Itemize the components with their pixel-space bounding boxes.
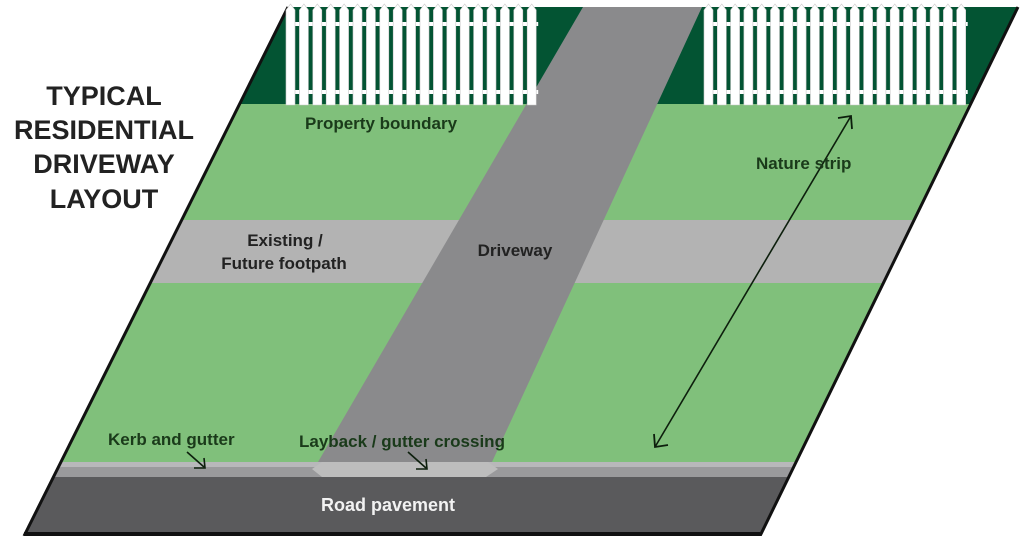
picket-fence-right xyxy=(703,3,968,106)
diagram-title: TYPICAL RESIDENTIAL DRIVEWAY LAYOUT xyxy=(14,81,194,214)
road-pavement xyxy=(24,477,1018,536)
fence-picket xyxy=(903,3,913,106)
fence-rail xyxy=(704,22,968,26)
fence-picket xyxy=(339,3,349,106)
picket-fence-left xyxy=(285,3,539,106)
fence-picket xyxy=(325,3,336,106)
kerb-top-strip xyxy=(24,462,1018,467)
fence-picket xyxy=(526,3,537,106)
fence-picket xyxy=(916,3,927,106)
fence-picket xyxy=(796,3,807,106)
fence-picket xyxy=(500,3,510,106)
label-kerb-and-gutter: Kerb and gutter xyxy=(108,430,235,449)
fence-picket xyxy=(473,3,483,106)
fence-picket xyxy=(446,3,457,106)
title-line-1: TYPICAL xyxy=(46,81,162,111)
fence-picket xyxy=(513,3,524,106)
fence-picket xyxy=(743,3,754,106)
nature-strip-dimension-arrow xyxy=(653,114,853,449)
layback-gutter-crossing xyxy=(312,462,498,477)
fence-rail xyxy=(704,90,968,94)
fence-picket xyxy=(756,3,767,106)
fence-picket xyxy=(352,3,363,106)
label-property-boundary: Property boundary xyxy=(305,114,458,133)
fence-picket xyxy=(770,3,780,106)
fence-picket xyxy=(943,3,953,106)
fence-picket xyxy=(836,3,847,106)
fence-picket xyxy=(956,3,967,106)
dimension-line xyxy=(654,115,852,448)
fence-picket xyxy=(730,3,740,106)
label-road-pavement: Road pavement xyxy=(321,495,455,515)
fence-picket xyxy=(299,3,309,106)
fence-picket xyxy=(486,3,497,106)
fence-picket xyxy=(392,3,403,106)
fence-picket xyxy=(433,3,443,106)
fence-picket xyxy=(312,3,323,106)
layback-pointer-arrow xyxy=(407,451,428,470)
kerb-pointer-arrow xyxy=(186,451,206,469)
title-line-2: RESIDENTIAL xyxy=(14,115,194,145)
arrowhead-up-icon xyxy=(837,114,853,130)
kerb-and-gutter xyxy=(24,467,1018,477)
arrowhead-icon xyxy=(194,457,206,469)
fence-picket xyxy=(889,3,900,106)
fence-picket xyxy=(823,3,834,106)
left-boundary-edge xyxy=(22,6,290,536)
fence-picket xyxy=(863,3,873,106)
title-line-3: DRIVEWAY xyxy=(33,149,175,179)
fence-picket xyxy=(783,3,794,106)
fence-picket xyxy=(716,3,727,106)
fence-picket xyxy=(366,3,376,106)
fence-picket xyxy=(419,3,430,106)
label-footpath-line-1: Existing / xyxy=(247,231,323,250)
fence-picket xyxy=(285,3,296,106)
label-layback: Layback / gutter crossing xyxy=(299,432,505,451)
fence-picket xyxy=(459,3,470,106)
fence-picket xyxy=(849,3,860,106)
title-line-4: LAYOUT xyxy=(50,184,159,214)
right-boundary-edge xyxy=(758,6,1020,536)
fence-picket xyxy=(379,3,390,106)
fence-picket xyxy=(703,3,714,106)
fence-picket xyxy=(876,3,887,106)
driveway xyxy=(318,7,702,462)
label-driveway: Driveway xyxy=(478,241,553,260)
label-nature-strip: Nature strip xyxy=(756,154,851,173)
fence-picket xyxy=(810,3,820,106)
arrowhead-icon xyxy=(416,458,428,470)
arrowhead-down-icon xyxy=(653,433,669,449)
fence-picket xyxy=(406,3,416,106)
fence-picket xyxy=(929,3,940,106)
label-footpath-line-2: Future footpath xyxy=(221,254,347,273)
